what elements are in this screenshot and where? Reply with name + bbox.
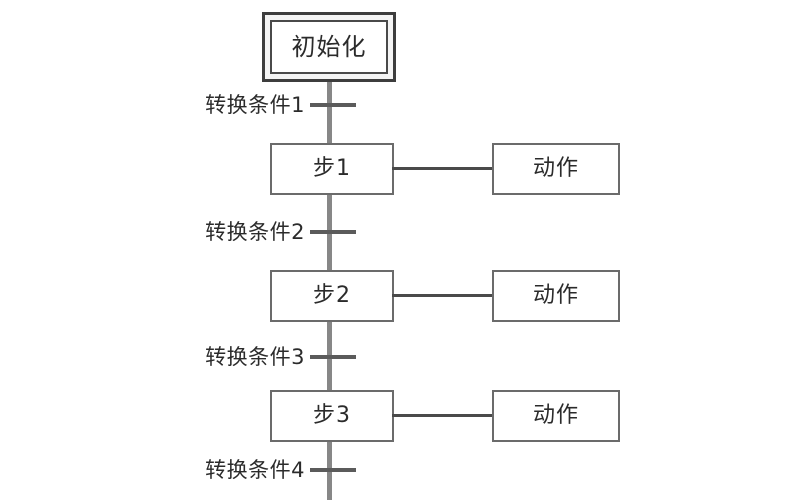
spine-segment-t2-to-step2 — [327, 232, 332, 272]
spine-segment-initial-to-t1 — [327, 82, 332, 106]
spine-segment-step2-to-t3 — [327, 320, 332, 360]
action-label-3: 动作 — [532, 403, 579, 428]
initial-step-label: 初始化 — [291, 33, 367, 61]
action-box-3[interactable]: 动作 — [492, 390, 620, 442]
transition-label-2: 转换条件2 — [205, 220, 305, 244]
spine-segment-step1-to-t2 — [327, 193, 332, 235]
action-box-1[interactable]: 动作 — [492, 143, 620, 195]
action-box-2[interactable]: 动作 — [492, 270, 620, 322]
transition-tick-1 — [310, 103, 356, 107]
action-label-1: 动作 — [532, 156, 579, 181]
action-link-3 — [392, 414, 494, 417]
step-box-3[interactable]: 步3 — [270, 390, 394, 442]
step-label-2: 步2 — [313, 283, 351, 308]
transition-label-4: 转换条件4 — [205, 458, 305, 482]
initial-step-box[interactable]: 初始化 — [262, 12, 396, 82]
transition-tick-4 — [310, 468, 356, 472]
action-label-2: 动作 — [532, 283, 579, 308]
transition-tick-2 — [310, 230, 356, 234]
spine-segment-t3-to-step3 — [327, 357, 332, 392]
step-box-2[interactable]: 步2 — [270, 270, 394, 322]
spine-segment-step3-to-t4 — [327, 440, 332, 473]
spine-segment-t4-to-bottom — [327, 470, 332, 500]
step-label-1: 步1 — [313, 156, 351, 181]
initial-step-inner-frame: 初始化 — [270, 20, 388, 74]
transition-tick-3 — [310, 355, 356, 359]
transition-label-3: 转换条件3 — [205, 345, 305, 369]
action-link-1 — [392, 167, 494, 170]
spine-segment-t1-to-step1 — [327, 105, 332, 145]
action-link-2 — [392, 294, 494, 297]
step-label-3: 步3 — [313, 403, 351, 428]
transition-label-1: 转换条件1 — [205, 93, 305, 117]
step-box-1[interactable]: 步1 — [270, 143, 394, 195]
